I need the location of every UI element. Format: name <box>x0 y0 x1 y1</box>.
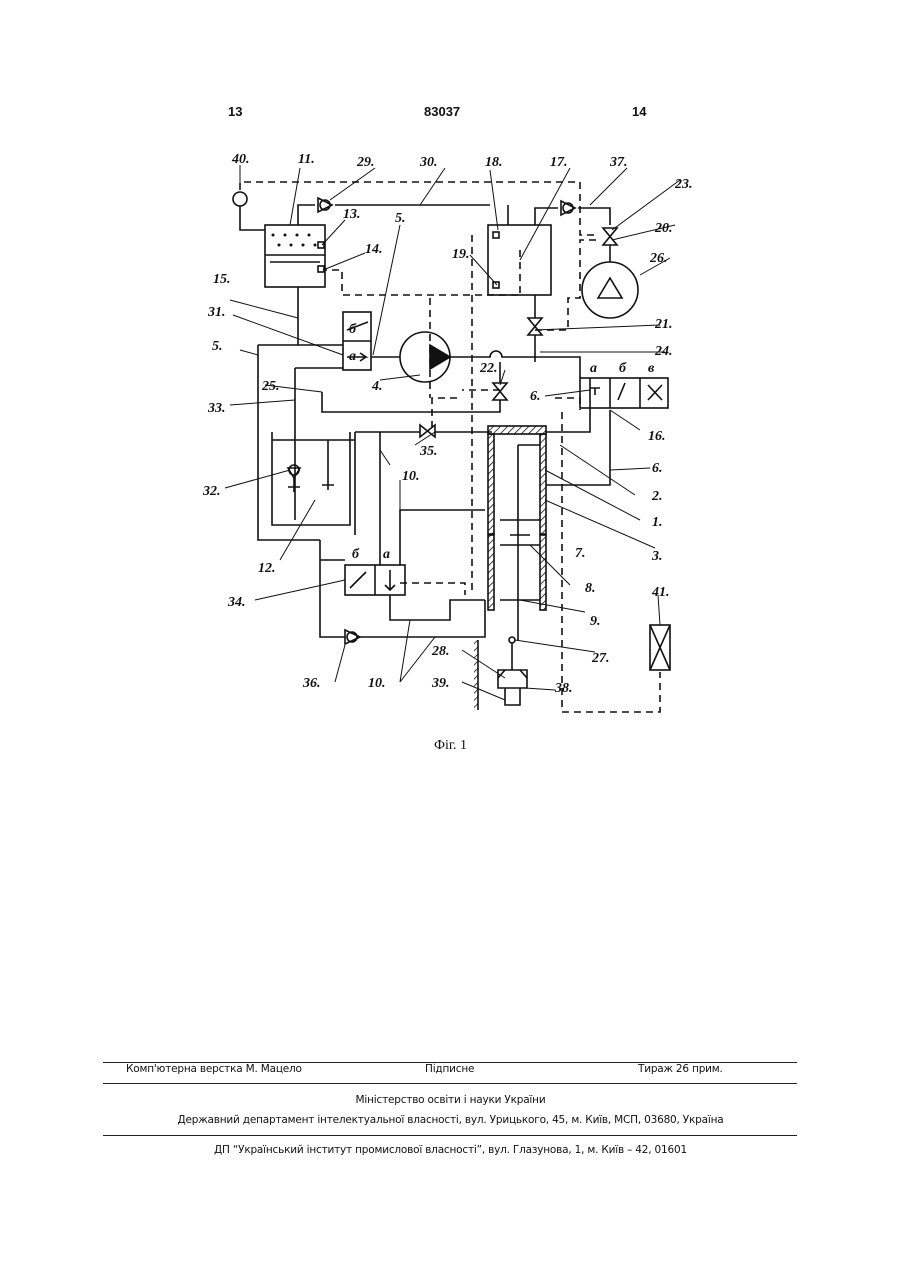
label-26: 26. <box>649 251 668 266</box>
label-3: 3. <box>651 549 663 564</box>
label-17: 17. <box>550 155 568 170</box>
label-25: 25. <box>261 379 280 394</box>
label-33: 33. <box>207 401 226 416</box>
label-36: 36. <box>302 676 321 691</box>
page-number-right: 14 <box>632 104 646 119</box>
label-24: 24. <box>654 344 673 359</box>
accumulator-26 <box>582 262 638 318</box>
label-37: 37. <box>609 155 628 170</box>
valve-31-pos-a: а <box>349 349 356 364</box>
typesetting-credit: Комп'ютерна верстка М. Мацело <box>126 1063 302 1075</box>
label-16: 16. <box>648 429 666 444</box>
valve-20 <box>603 228 617 245</box>
valve-34-pos-a: а <box>383 547 390 562</box>
label-32: 32. <box>202 484 221 499</box>
label-31: 31. <box>207 305 226 320</box>
label-11: 11. <box>298 152 315 167</box>
tank-12 <box>272 432 350 525</box>
divider <box>103 1083 797 1084</box>
valve-22 <box>493 383 507 400</box>
divider <box>103 1135 797 1136</box>
label-15: 15. <box>213 272 231 287</box>
label-27: 27. <box>591 651 610 666</box>
label-9: 9. <box>590 614 601 629</box>
label-12: 12. <box>258 561 276 576</box>
label-10-top: 10. <box>402 469 420 484</box>
valve-21 <box>528 318 542 335</box>
label-7: 7. <box>575 546 586 561</box>
label-19: 19. <box>452 247 470 262</box>
label-39: 39. <box>431 676 450 691</box>
valve-34-pos-b: б <box>352 547 360 562</box>
patent-figure: 40. 11. 29. 30. 18. 17. 37. 23. 13. 5. 1… <box>190 140 710 735</box>
page-number-left: 13 <box>228 104 242 119</box>
patent-number: 83037 <box>424 104 460 119</box>
circulation-note: Тираж 26 прим. <box>638 1063 723 1075</box>
hydraulic-schematic: 40. 11. 29. 30. 18. 17. 37. 23. 13. 5. 1… <box>190 140 710 730</box>
label-23: 23. <box>674 177 693 192</box>
label-35: 35. <box>419 444 438 459</box>
valve-16-pos-a: а <box>590 361 597 376</box>
sensor-40 <box>233 192 247 206</box>
figure-caption: Фіг. 1 <box>0 738 901 754</box>
label-14: 14. <box>365 242 383 257</box>
label-18: 18. <box>485 155 503 170</box>
label-21: 21. <box>654 317 673 332</box>
department-address: Державний департамент інтелектуальної вл… <box>0 1114 901 1126</box>
label-20: 20. <box>654 221 673 236</box>
label-34: 34. <box>227 595 246 610</box>
label-6-right: 6. <box>652 461 663 476</box>
label-2: 2. <box>651 489 663 504</box>
label-30: 30. <box>419 155 438 170</box>
label-28: 28. <box>431 644 450 659</box>
label-4: 4. <box>371 379 383 394</box>
label-1: 1. <box>652 515 663 530</box>
label-10-bottom: 10. <box>368 676 386 691</box>
valve-31-pos-b: б <box>349 322 357 337</box>
label-8: 8. <box>585 581 596 596</box>
label-29: 29. <box>356 155 375 170</box>
subscription-note: Підписне <box>425 1063 474 1075</box>
label-41: 41. <box>651 585 670 600</box>
label-40: 40. <box>231 152 250 167</box>
label-38: 38. <box>554 681 573 696</box>
valve-35 <box>420 425 435 437</box>
institute-address: ДП “Український інститут промислової вла… <box>0 1144 901 1156</box>
ministry-name: Міністерство освіти і науки України <box>0 1094 901 1106</box>
valve-16-pos-b: б <box>619 361 627 376</box>
label-6-top: 6. <box>530 389 541 404</box>
label-22: 22. <box>479 361 498 376</box>
cylinder-1 <box>488 426 546 434</box>
valve-16-pos-v: в <box>648 361 655 376</box>
label-5-top: 5. <box>395 211 406 226</box>
label-13: 13. <box>343 207 361 222</box>
label-5-left: 5. <box>212 339 223 354</box>
